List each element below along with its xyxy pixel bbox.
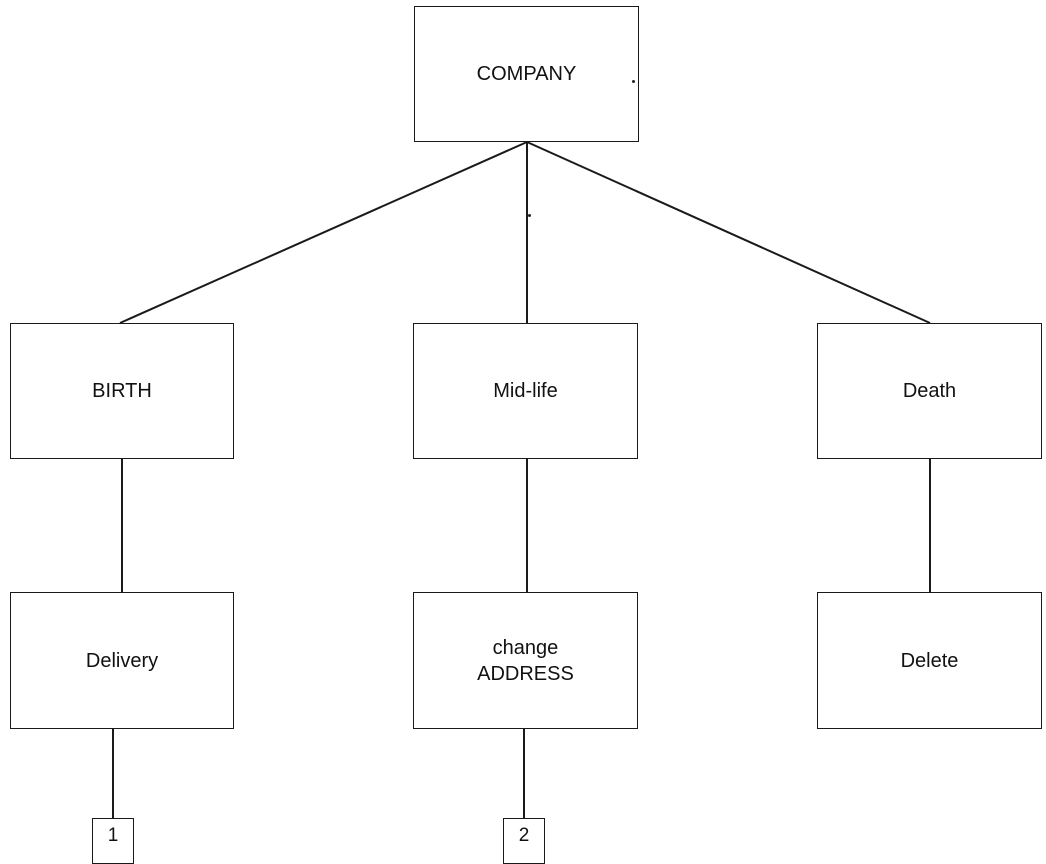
connector-1-label: 1 <box>107 825 119 846</box>
node-company-label: COMPANY <box>476 63 577 85</box>
line-company-birth <box>119 141 528 324</box>
connector-2: 2 <box>503 818 545 864</box>
connector-1: 1 <box>92 818 134 864</box>
node-mid-life-label: Mid-life <box>493 380 558 402</box>
node-company: COMPANY <box>414 6 639 142</box>
node-birth: BIRTH <box>10 323 234 459</box>
node-change-address-label: change ADDRESS <box>477 636 574 685</box>
node-mid-life: Mid-life <box>413 323 638 459</box>
node-change-address: change ADDRESS <box>413 592 638 729</box>
node-delivery-label: Delivery <box>85 649 159 672</box>
node-death-label: Death <box>902 380 957 402</box>
line-company-death <box>526 141 931 324</box>
node-delete-label: Delete <box>900 649 959 672</box>
node-delivery: Delivery <box>10 592 234 729</box>
speck-mark <box>632 80 635 83</box>
connector-2-label: 2 <box>518 825 530 846</box>
speck-mark <box>528 214 531 217</box>
node-birth-label: BIRTH <box>92 380 152 402</box>
node-death: Death <box>817 323 1042 459</box>
node-delete: Delete <box>817 592 1042 729</box>
